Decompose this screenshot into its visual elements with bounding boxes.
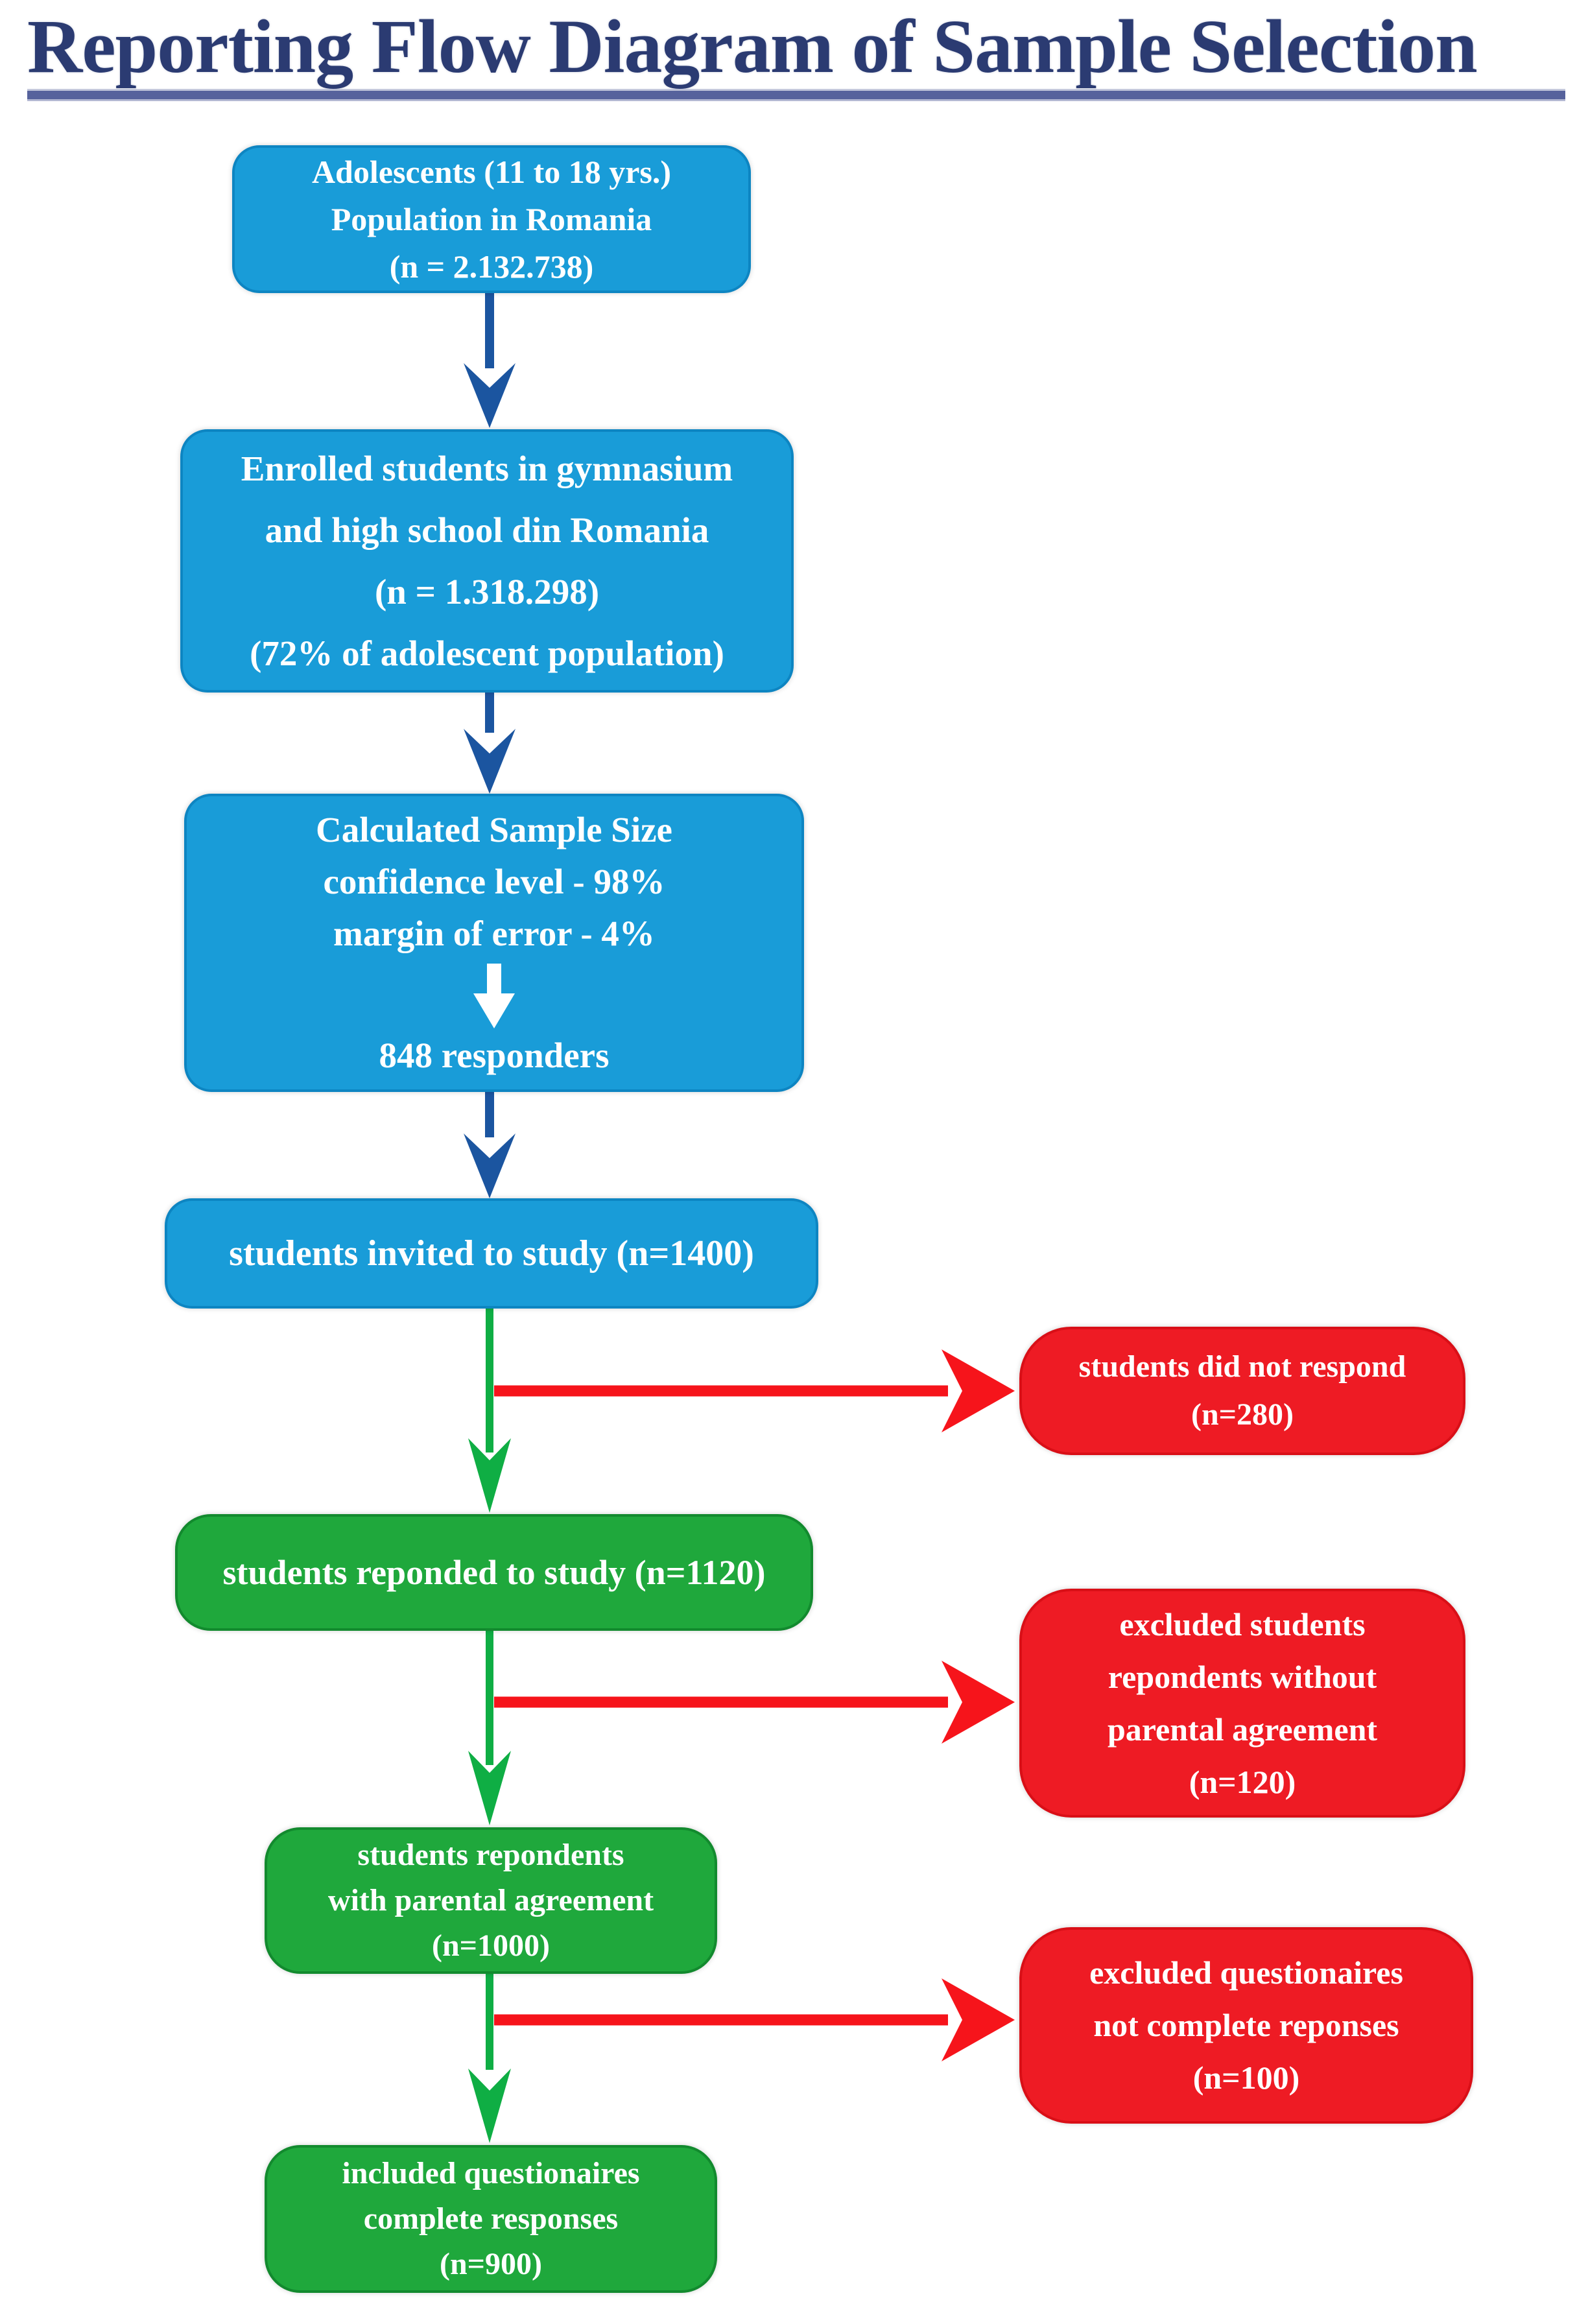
box-text-line: (n=120) xyxy=(1189,1763,1296,1800)
box-text-line: (n=900) xyxy=(439,2247,542,2281)
box-text-line: confidence level - 98% xyxy=(323,862,665,901)
box-enrolled-students: Enrolled students in gymnasium and high … xyxy=(180,429,794,693)
box-text-line: complete responses xyxy=(363,2201,619,2236)
flow-arrow-down-icon xyxy=(464,1084,516,1198)
box-text-line: students did not respond xyxy=(1078,1349,1406,1384)
box-text-line: Enrolled students in gymnasium xyxy=(241,449,733,488)
box-adolescent-population: Adolescents (11 to 18 yrs.) Population i… xyxy=(232,145,751,293)
box-text-line: and high school din Romania xyxy=(265,510,709,550)
box-text-line: students repondents xyxy=(357,1838,624,1872)
box-text-line: (n = 1.318.298) xyxy=(374,572,600,611)
box-text-line: (72% of adolescent population) xyxy=(250,634,724,673)
box-text-line: margin of error - 4% xyxy=(333,914,655,953)
flow-arrow-down-icon xyxy=(468,1302,511,1513)
box-text-line: not complete reponses xyxy=(1093,2007,1399,2043)
box-text-line: parental agreement xyxy=(1107,1711,1378,1748)
box-excluded-incomplete: excluded questionaires not complete repo… xyxy=(1019,1927,1473,2124)
box-text-line: included questionaires xyxy=(342,2156,640,2190)
box-excluded-no-parental-agreement: excluded students repondents without par… xyxy=(1019,1589,1465,1818)
box-text-line: with parental agreement xyxy=(327,1883,654,1917)
box-text-line: excluded students xyxy=(1119,1606,1366,1642)
box-text-line: (n = 2.132.738) xyxy=(389,248,594,285)
flow-arrow-down-icon xyxy=(464,685,516,794)
flow-arrow-down-icon xyxy=(468,1967,511,2143)
flow-arrow-down-icon xyxy=(468,1624,511,1825)
exclusion-arrow-right-icon xyxy=(494,1661,1015,1744)
box-text-line: (n=280) xyxy=(1191,1397,1294,1432)
box-text-line: repondents without xyxy=(1108,1658,1377,1695)
down-arrow-icon xyxy=(473,964,515,1028)
box-students-responded: students reponded to study (n=1120) xyxy=(175,1514,813,1631)
box-text-line: excluded questionaires xyxy=(1089,1954,1403,1991)
box-text-line: 848 responders xyxy=(379,1036,610,1075)
exclusion-arrow-right-icon xyxy=(494,1349,1015,1432)
page-title: Reporting Flow Diagram of Sample Selecti… xyxy=(27,4,1478,89)
box-students-invited: students invited to study (n=1400) xyxy=(165,1198,818,1309)
box-excluded-no-response: students did not respond (n=280) xyxy=(1019,1327,1465,1455)
box-text-line: Calculated Sample Size xyxy=(316,810,672,849)
box-text-line: students invited to study (n=1400) xyxy=(229,1233,754,1274)
title-underline xyxy=(27,91,1565,99)
exclusion-arrow-right-icon xyxy=(494,1978,1015,2061)
box-calculated-sample-size: Calculated Sample Size confidence level … xyxy=(184,794,804,1092)
box-parental-agreement: students repondents with parental agreem… xyxy=(265,1827,717,1974)
box-text-line: (n=100) xyxy=(1192,2059,1300,2096)
flow-arrow-down-icon xyxy=(464,285,516,428)
box-included-questionnaires: included questionaires complete response… xyxy=(265,2145,717,2293)
box-text-line: Population in Romania xyxy=(331,200,652,237)
box-text-line: students reponded to study (n=1120) xyxy=(222,1553,766,1592)
box-text-line: (n=1000) xyxy=(431,1928,550,1963)
box-text-line: Adolescents (11 to 18 yrs.) xyxy=(311,153,672,190)
